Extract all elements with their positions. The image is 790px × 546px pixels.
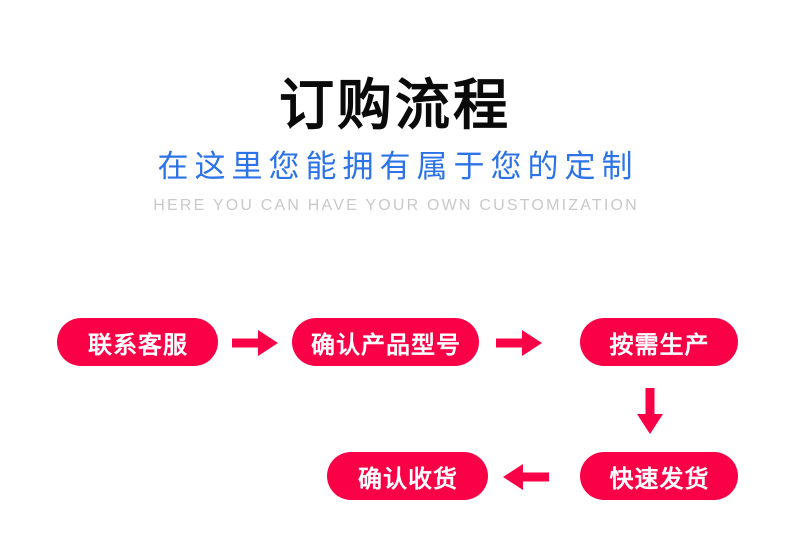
flow-step-contact-service[interactable]: 联系客服 <box>57 318 218 366</box>
page-title: 订购流程 <box>278 73 511 137</box>
header-block: 订购流程 在这里您能拥有属于您的定制 HERE YOU CAN HAVE YOU… <box>0 0 790 214</box>
flow-step-fast-shipping[interactable]: 快速发货 <box>580 452 738 500</box>
arrow-left-icon <box>503 464 549 490</box>
subtitle-chinese: 在这里您能拥有属于您的定制 <box>157 149 639 185</box>
arrow-right-icon <box>232 330 278 356</box>
subtitle-english: HERE YOU CAN HAVE YOUR OWN CUSTOMIZATION <box>153 197 639 214</box>
flow-step-confirm-model[interactable]: 确认产品型号 <box>292 318 479 366</box>
arrow-down-icon <box>637 388 663 434</box>
flow-step-confirm-receipt[interactable]: 确认收货 <box>327 452 488 500</box>
flow-step-produce-on-demand[interactable]: 按需生产 <box>580 318 738 366</box>
arrow-right-icon <box>496 330 542 356</box>
